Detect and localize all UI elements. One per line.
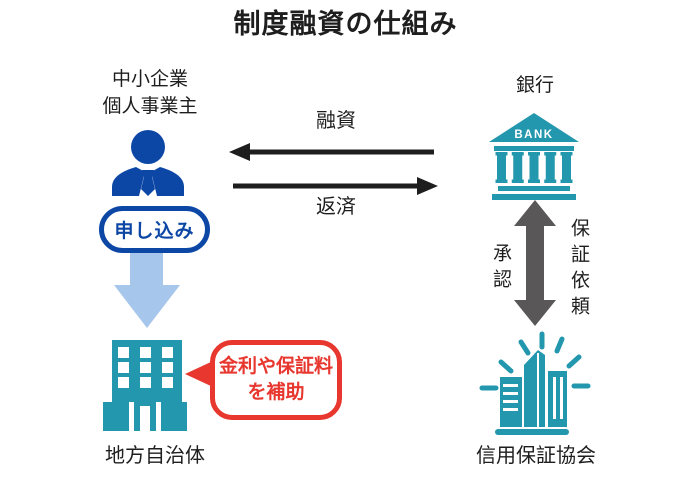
borrower-label-line2: 個人事業主 <box>102 96 198 117</box>
loan-left-arrow-icon <box>229 143 434 161</box>
businessman-icon <box>112 130 184 196</box>
guarantee-request-label: 保証依頼 <box>568 218 589 322</box>
bank-label: 銀行 <box>515 75 554 96</box>
government-building-icon <box>103 340 187 431</box>
subsidy-callout: 金利や保証料 を補助 <box>210 340 342 420</box>
association-label: 信用保証協会 <box>476 445 596 467</box>
municipality-label: 地方自治体 <box>105 445 205 467</box>
callout-line2: を補助 <box>247 382 305 403</box>
repayment-right-arrow-icon <box>233 177 438 195</box>
approval-label: 承認 <box>490 243 511 295</box>
application-pill: 申し込み <box>99 206 210 253</box>
bank-building-icon: BANK <box>489 113 579 200</box>
borrower-label-line1: 中小企業 <box>111 69 188 90</box>
callout-tail <box>185 361 213 387</box>
down-arrow-icon <box>114 251 180 328</box>
repayment-label: 返済 <box>316 196 356 218</box>
callout-line1: 金利や保証料 <box>218 356 333 377</box>
loan-label: 融資 <box>316 110 356 132</box>
application-label: 申し込み <box>114 221 195 242</box>
shining-buildings-icon <box>479 331 591 435</box>
borrower-label: 中小企業 個人事業主 <box>70 66 230 120</box>
bank-icon-text: BANK <box>514 129 553 141</box>
diagram-title: 制度融資の仕組み <box>233 9 458 39</box>
vertical-double-arrow-icon <box>514 200 556 326</box>
